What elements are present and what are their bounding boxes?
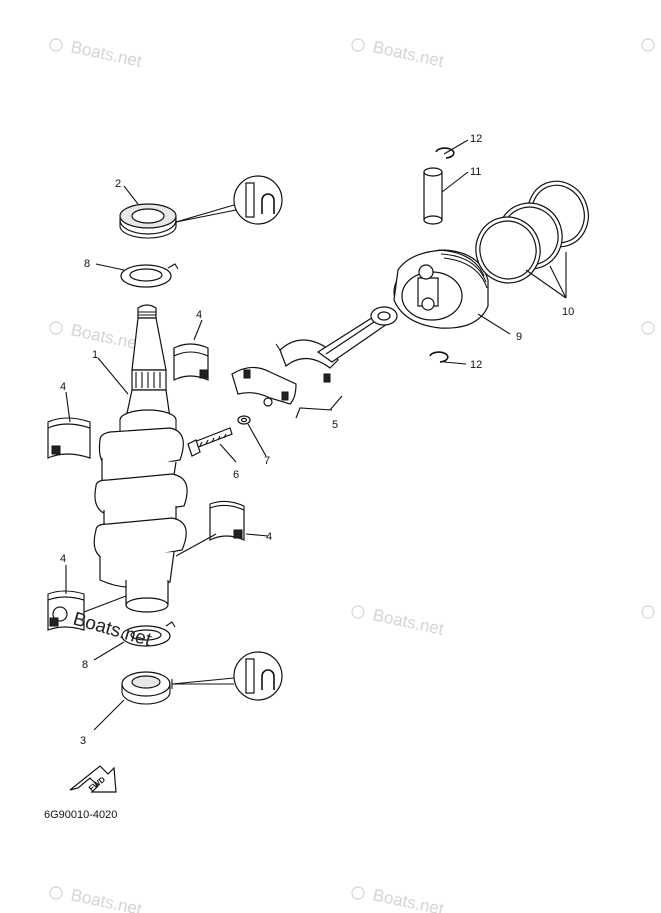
callout-9: 9 — [516, 331, 522, 343]
grease-symbol-lower — [171, 651, 283, 701]
callout-4-lower-right: 4 — [266, 531, 272, 543]
rod-bolt — [187, 427, 233, 457]
callout-11: 11 — [470, 166, 481, 178]
watermark: Boats.net — [69, 885, 143, 913]
piston-rings — [475, 180, 589, 284]
watermark: Boats.net — [69, 320, 143, 354]
callout-8-lower: 8 — [82, 659, 88, 671]
washer-upper — [120, 263, 179, 288]
callout-1: 1 — [92, 349, 98, 361]
grease-symbol-upper — [175, 175, 283, 227]
bearing-half-upper-left — [47, 417, 91, 459]
watermark: Boats.net — [71, 609, 155, 652]
fwd-arrow-icon: FWD — [69, 765, 117, 793]
callout-7: 7 — [264, 455, 270, 467]
watermark: Boats.net — [371, 885, 445, 913]
crankshaft — [93, 304, 188, 613]
callout-8-upper: 8 — [84, 258, 90, 270]
callout-2: 2 — [115, 178, 121, 190]
callouts: 2 8 4 1 4 4 4 5 6 7 9 10 11 12 12 8 3 — [60, 133, 574, 747]
callout-4-upper-left: 4 — [60, 381, 66, 393]
callout-6: 6 — [233, 469, 239, 481]
rod-washer — [237, 415, 251, 425]
callout-12-upper: 12 — [470, 133, 482, 145]
callout-3: 3 — [80, 735, 86, 747]
callout-4-lower-left: 4 — [60, 553, 66, 565]
washer-lower — [121, 621, 176, 647]
connecting-rod — [231, 306, 398, 407]
callout-4-upper-right: 4 — [196, 309, 202, 321]
callout-5: 5 — [332, 419, 338, 431]
watermark: Boats.net — [371, 37, 445, 71]
leader-lines — [65, 139, 567, 731]
circlip-lower — [429, 351, 449, 363]
oil-seal-upper — [119, 203, 177, 239]
bearing-half-lower-left — [47, 590, 85, 631]
piston — [393, 249, 489, 329]
callout-10: 10 — [562, 306, 574, 318]
watermark: Boats.net — [69, 37, 143, 71]
callout-12-lower: 12 — [470, 359, 482, 371]
piston-pin — [423, 167, 443, 225]
watermark: Boats.net — [371, 605, 445, 639]
bearing-half-lower-right — [209, 500, 245, 541]
diagram-part-number: 6G90010-4020 — [44, 809, 117, 821]
oil-seal-lower — [121, 671, 171, 705]
bearing-half-upper-right — [173, 343, 209, 381]
